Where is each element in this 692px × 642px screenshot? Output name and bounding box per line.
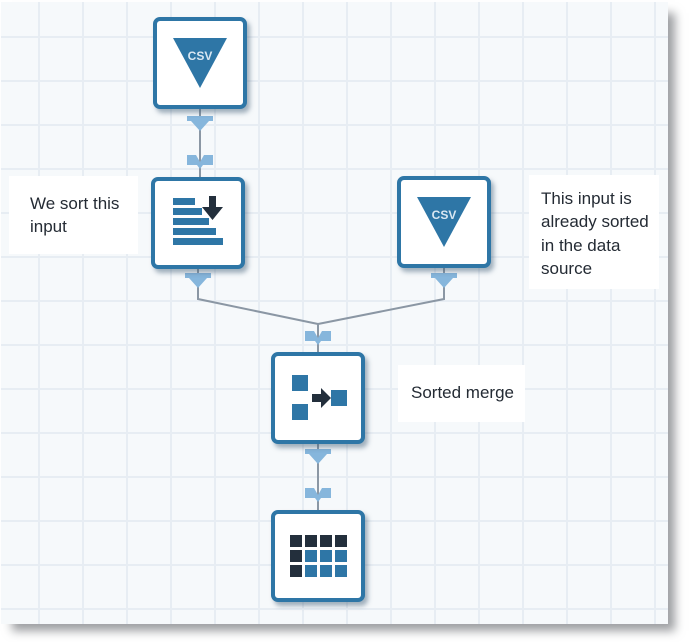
- arrow-down-icon: [202, 196, 223, 220]
- annotation-we-sort-this-input[interactable]: We sort this input: [9, 176, 138, 254]
- annotation-sorted-merge[interactable]: Sorted merge: [398, 365, 525, 422]
- output-port-icon: [431, 273, 457, 288]
- csv-icon-label: CSV: [432, 208, 457, 222]
- csv-icon-label: CSV: [188, 49, 213, 63]
- node-table-output[interactable]: [271, 510, 365, 602]
- dataflow-canvas[interactable]: CSV CSV: [1, 2, 668, 624]
- connectors-layer: [185, 108, 457, 511]
- output-port-icon: [187, 116, 213, 131]
- output-port-icon: [305, 449, 331, 464]
- sort-bars-descending-icon: [173, 196, 223, 245]
- node-sort[interactable]: [151, 177, 245, 269]
- node-sorted-merge[interactable]: [271, 352, 365, 444]
- arrow-right-icon: [312, 388, 331, 408]
- connector-csv2-to-merge: [317, 267, 445, 325]
- connector-sort-to-merge: [197, 268, 319, 325]
- table-grid-icon: [289, 535, 347, 577]
- annotation-already-sorted[interactable]: This input is already sorted in the data…: [529, 175, 659, 289]
- node-csv-import-1[interactable]: CSV: [153, 17, 247, 109]
- csv-funnel-icon: CSV: [417, 197, 471, 247]
- csv-funnel-icon: CSV: [173, 38, 227, 88]
- node-csv-import-2[interactable]: CSV: [397, 176, 491, 268]
- merge-arrow-icon: [292, 375, 347, 420]
- output-port-icon: [185, 273, 211, 288]
